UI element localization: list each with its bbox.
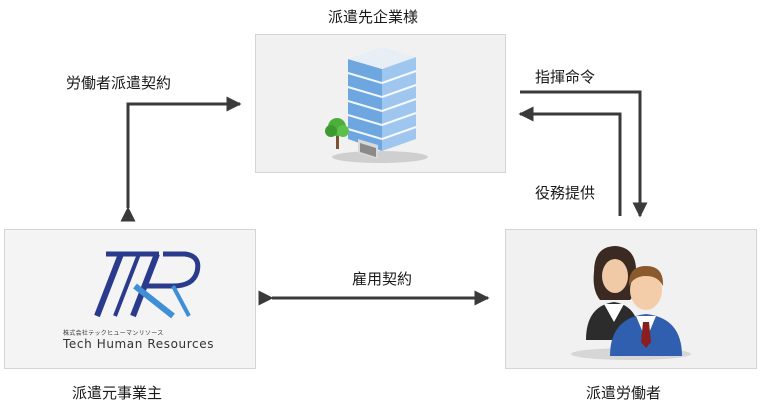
agency-node: 株式会社テックヒューマンリソース Tech Human Resources (4, 229, 256, 369)
agency-label: 派遣元事業主 (72, 384, 163, 402)
logo-company-name: Tech Human Resources (63, 337, 215, 351)
tkr-logo-mark (94, 251, 201, 319)
company-logo: 株式会社テックヒューマンリソース Tech Human Resources (61, 246, 221, 356)
client-label: 派遣先企業様 (328, 8, 419, 26)
worker-node (505, 229, 757, 369)
worker-label: 派遣労働者 (586, 384, 662, 402)
dispatch-contract-label: 労働者派遣契約 (66, 74, 172, 92)
service-label: 役務提供 (535, 184, 596, 202)
command-arrow (520, 90, 648, 218)
business-people-icon (571, 246, 691, 360)
command-label: 指揮命令 (535, 68, 596, 86)
dispatch-contract-arrow (120, 96, 242, 222)
service-arrow (518, 106, 622, 216)
logo-company-small-text: 株式会社テックヒューマンリソース (63, 330, 164, 337)
client-node (255, 34, 506, 173)
office-building-icon (325, 47, 428, 163)
employment-label: 雇用契約 (352, 270, 413, 288)
